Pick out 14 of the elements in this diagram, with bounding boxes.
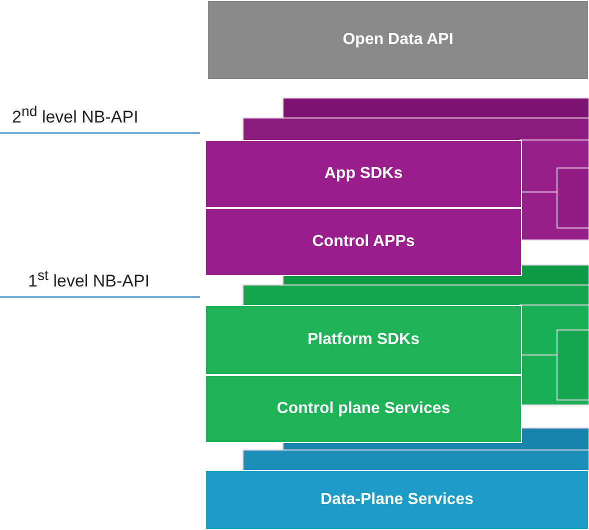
api-level-label: 2$^{nd}$ level NB-API xyxy=(12,104,138,128)
layer-label: Control APPs xyxy=(312,233,415,251)
layer-box xyxy=(205,470,589,530)
layer-label: Platform SDKs xyxy=(307,331,420,349)
layer-box xyxy=(205,140,522,208)
layer-box xyxy=(205,208,522,276)
layer-box xyxy=(207,0,589,80)
layer-label: Control plane Services xyxy=(276,400,450,418)
api-level-label: 1$^{st}$ level NB-API xyxy=(28,268,150,292)
layer-label: App SDKs xyxy=(324,165,403,183)
layer-label: Open Data API xyxy=(342,31,454,49)
layer-box xyxy=(205,305,522,375)
layer-box xyxy=(205,375,522,443)
layer-label: Data-Plane Services xyxy=(320,491,474,509)
